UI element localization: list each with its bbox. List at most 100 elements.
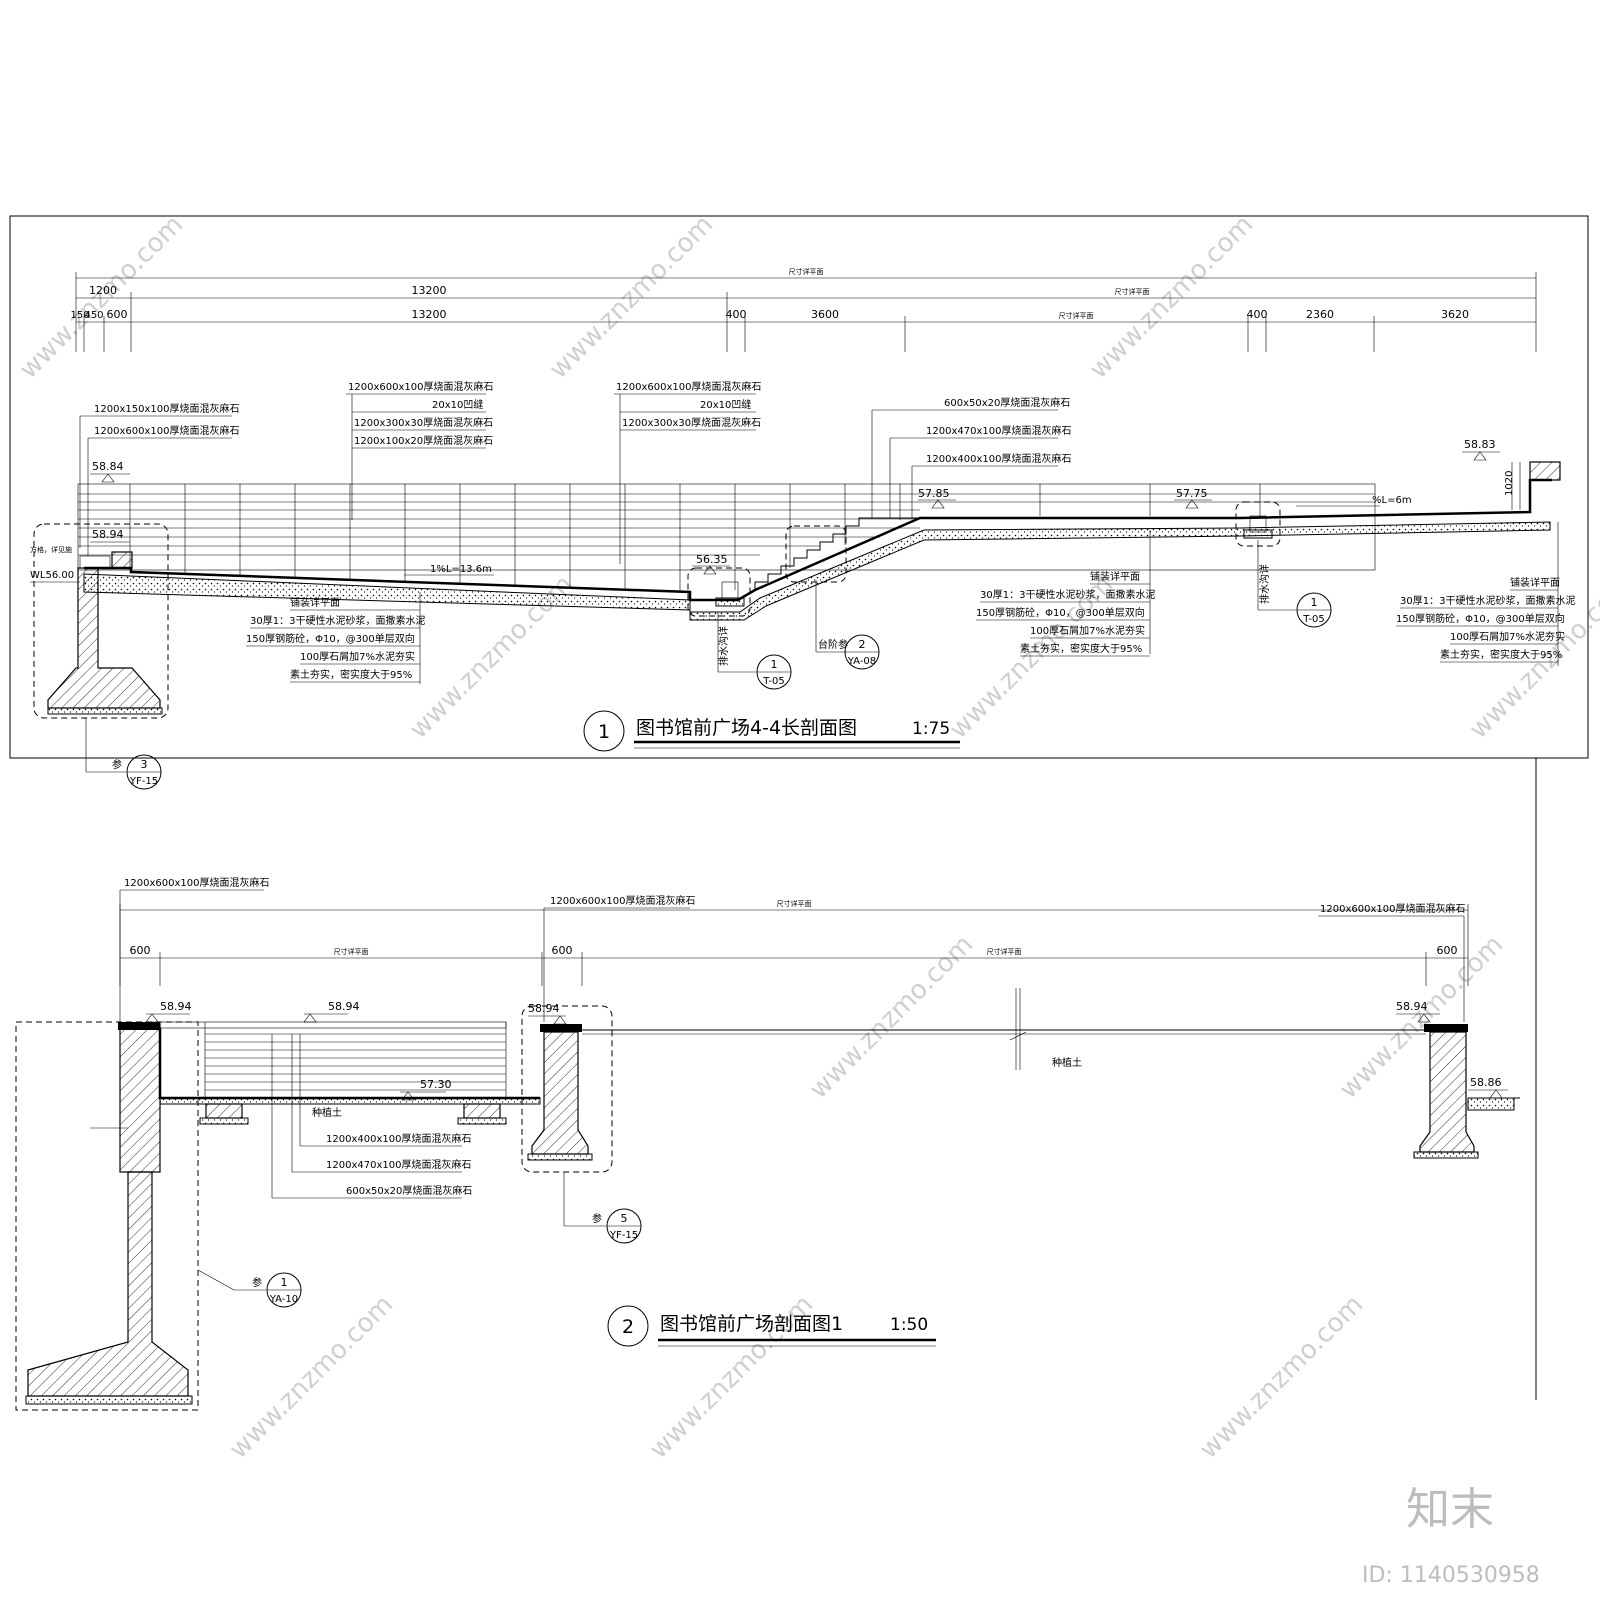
section1-geometry bbox=[33, 461, 1561, 719]
callout-text: 1200x300x30厚烧面混灰麻石 bbox=[354, 416, 493, 429]
structure-note: 150厚钢筋砼，Φ10，@300单层双向 bbox=[1396, 612, 1565, 625]
structure-note: 素土夯实，密实度大于95% bbox=[1020, 642, 1142, 655]
structure-note: 铺装详平面 bbox=[1090, 570, 1140, 583]
dim-450: 450 bbox=[84, 310, 103, 321]
elevation-mark: 58.83 bbox=[1464, 438, 1496, 451]
dim-3600: 3600 bbox=[811, 308, 839, 321]
callout-text: 1200x600x100厚烧面混灰麻石 bbox=[550, 894, 695, 907]
ref-number: 1 bbox=[1311, 596, 1318, 609]
section2-dimensions: 尺寸详平面 600 尺寸详平面 600 尺寸详平面 600 bbox=[119, 899, 1469, 986]
section1-title-block: 1 图书馆前广场4-4长剖面图 1:75 bbox=[583, 710, 960, 752]
ref-sheet: YA-08 bbox=[847, 656, 876, 667]
callout-text: 1200x400x100厚烧面混灰麻石 bbox=[326, 1132, 471, 1145]
section2-title-block: 2 图书馆前广场剖面图1 1:50 bbox=[607, 1305, 936, 1347]
dim-1200: 1200 bbox=[89, 284, 117, 297]
dim-13200: 13200 bbox=[412, 284, 447, 297]
structure-note: 100厚石屑加7%水泥夯实 bbox=[1030, 624, 1145, 637]
dim-row2-label: 尺寸详平面 bbox=[1115, 287, 1150, 296]
brand-logo: 知末 bbox=[1406, 1484, 1494, 1535]
section-scale: 1:75 bbox=[912, 719, 950, 739]
watermark-text: www.znzmo.com bbox=[224, 1290, 399, 1465]
dim-2360: 2360 bbox=[1306, 308, 1334, 321]
elevation-mark: 58.84 bbox=[92, 460, 124, 473]
slope-label: %L=6m bbox=[1372, 495, 1412, 506]
callout-text: 1200x600x100厚烧面混灰麻石 bbox=[348, 380, 493, 393]
ref-text: 参 bbox=[252, 1276, 262, 1289]
structure-note: 30厚1：3干硬性水泥砂浆，面撒素水泥 bbox=[980, 588, 1155, 601]
dim-1020: 1020 bbox=[1504, 471, 1515, 496]
section2-callouts: 1200x600x100厚烧面混灰麻石 1200x600x100厚烧面混灰麻石 … bbox=[119, 876, 1465, 1199]
structure-note: 素土夯实，密实度大于95% bbox=[290, 668, 412, 681]
ref-number: 5 bbox=[621, 1212, 628, 1225]
callout-text: 600x50x20厚烧面混灰麻石 bbox=[944, 396, 1070, 409]
dim-150: 150 bbox=[70, 310, 89, 321]
ref-text: 参 bbox=[592, 1212, 602, 1225]
ref-text: 排水沟详 bbox=[1258, 564, 1271, 604]
elevation-mark: 58.94 bbox=[92, 528, 124, 541]
callout-text: 1200x470x100厚烧面混灰麻石 bbox=[326, 1158, 471, 1171]
callout-text: 600x50x20厚烧面混灰麻石 bbox=[346, 1184, 472, 1197]
section-scale: 1:50 bbox=[890, 1315, 928, 1335]
dim-400-b: 400 bbox=[1247, 308, 1268, 321]
structure-note: 铺装详平面 bbox=[1510, 576, 1560, 589]
watermark-text: www.znzmo.com bbox=[544, 210, 719, 385]
watermark-layer: www.znzmo.com www.znzmo.com www.znzmo.co… bbox=[14, 210, 1600, 1465]
image-id: ID: 1140530958 bbox=[1362, 1563, 1540, 1588]
dim-overall-label: 尺寸详平面 bbox=[777, 899, 812, 908]
title-number: 1 bbox=[598, 721, 610, 743]
ref-text: 台阶参 bbox=[818, 638, 848, 651]
dim-600: 600 bbox=[1437, 944, 1458, 957]
section-title: 图书馆前广场4-4长剖面图 bbox=[636, 717, 857, 739]
soil-label: 种植土 bbox=[312, 1106, 342, 1119]
section1-elevations: 58.84 58.94 56.35 57.85 57.75 58.83 1020… bbox=[30, 438, 1515, 583]
callout-text: 1200x150x100厚烧面混灰麻石 bbox=[94, 402, 239, 415]
callout-text: 20x10凹缝 bbox=[432, 398, 483, 411]
dim-row3-label: 尺寸详平面 bbox=[1059, 311, 1094, 320]
ref-text: 参 bbox=[112, 758, 122, 771]
dim-600: 600 bbox=[130, 944, 151, 957]
structure-note: 30厚1：3干硬性水泥砂浆，面撒素水泥 bbox=[1400, 594, 1575, 607]
structure-note: 100厚石屑加7%水泥夯实 bbox=[1450, 630, 1565, 643]
ref-sheet: YF-15 bbox=[129, 776, 158, 787]
structure-note: 100厚石屑加7%水泥夯实 bbox=[300, 650, 415, 663]
title-number: 2 bbox=[622, 1316, 634, 1338]
ref-number: 3 bbox=[141, 758, 148, 771]
watermark-text: www.znzmo.com bbox=[1084, 210, 1259, 385]
structure-note: 素土夯实，密实度大于95% bbox=[1440, 648, 1562, 661]
elevation-mark: 57.30 bbox=[420, 1078, 452, 1091]
wl-label: WL56.00 bbox=[30, 570, 74, 581]
ref-number: 1 bbox=[771, 658, 778, 671]
title-number-circle bbox=[607, 1305, 649, 1347]
elevation-mark: 58.94 bbox=[1396, 1000, 1428, 1013]
callout-text: 1200x600x100厚烧面混灰麻石 bbox=[1320, 902, 1465, 915]
elevation-mark: 58.94 bbox=[160, 1000, 192, 1013]
ref-number: 2 bbox=[859, 638, 866, 651]
watermark-text: www.znzmo.com bbox=[1194, 1290, 1369, 1465]
ref-sheet: YF-15 bbox=[609, 1230, 638, 1241]
dim-600: 600 bbox=[107, 308, 128, 321]
callout-text: 20x10凹缝 bbox=[700, 398, 751, 411]
section2-geometry bbox=[15, 988, 1520, 1411]
structure-note: 30厚1：3干硬性水泥砂浆，面撒素水泥 bbox=[250, 614, 425, 627]
section1-detail-refs: 排水沟详 1 T-05 台阶参 2 YA-08 排水沟详 1 T-05 参 3 … bbox=[85, 540, 1332, 790]
ref-text: 排水沟详 bbox=[717, 626, 730, 666]
section1-frame bbox=[9, 215, 1589, 759]
dim-3620: 3620 bbox=[1441, 308, 1469, 321]
drain-note: 方格，详见施 bbox=[30, 545, 72, 554]
elevation-mark: 58.86 bbox=[1470, 1076, 1502, 1089]
ref-sheet: T-05 bbox=[762, 676, 785, 687]
section1-dimensions: 尺寸详平面 1200 13200 尺寸详平面 150 450 600 13200… bbox=[70, 267, 1537, 352]
ref-number: 1 bbox=[281, 1276, 288, 1289]
elevation-mark: 57.85 bbox=[918, 487, 950, 500]
elevation-mark: 56.35 bbox=[696, 553, 728, 566]
section1-structure-notes: 铺装详平面 30厚1：3干硬性水泥砂浆，面撒素水泥 150厚钢筋砼，Φ10，@3… bbox=[246, 522, 1575, 684]
section1-callouts: 1200x150x100厚烧面混灰麻石 1200x600x100厚烧面混灰麻石 … bbox=[79, 380, 1071, 564]
section2-detail-refs: 参 5 YF-15 参 1 YA-10 bbox=[197, 1172, 642, 1308]
slope-label: 1%L=13.6m bbox=[430, 564, 492, 575]
ref-sheet: T-05 bbox=[1302, 614, 1325, 625]
structure-note: 150厚钢筋砼，Φ10，@300单层双向 bbox=[976, 606, 1145, 619]
callout-text: 1200x100x20厚烧面混灰麻石 bbox=[354, 434, 493, 447]
elevation-mark: 58.94 bbox=[328, 1000, 360, 1013]
ref-sheet: YA-10 bbox=[269, 1294, 298, 1305]
